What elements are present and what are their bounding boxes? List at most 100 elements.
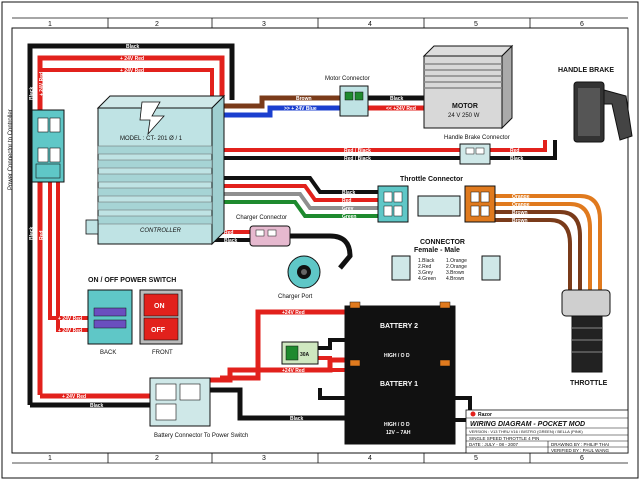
wl-brown-1: Brown bbox=[512, 210, 528, 216]
wl-blue24: >> + 24V Blue bbox=[284, 106, 317, 112]
wl-red-left: Red bbox=[39, 231, 45, 240]
wire-black-brake-right bbox=[490, 140, 557, 160]
wl-red24-battery2: +24V Red bbox=[282, 310, 305, 316]
throttle bbox=[561, 289, 611, 373]
grid-col-4-bottom: 4 bbox=[368, 455, 372, 462]
handle-brake-connector-label: Handle Brake Connector bbox=[444, 135, 510, 141]
battery-2-sub: HIGH / O D bbox=[384, 353, 410, 359]
wire-black-return bbox=[318, 388, 472, 422]
controller-label: CONTROLLER bbox=[140, 228, 182, 234]
wl-red-throttle: Red bbox=[342, 198, 351, 204]
onoff-front-label: FRONT bbox=[152, 350, 173, 356]
wl-red24-top: + 24V Red bbox=[120, 56, 144, 62]
battery-1-sub2: 12V – 7AH bbox=[386, 430, 411, 436]
wire-red-throttle bbox=[212, 184, 378, 202]
wire-black-main bbox=[27, 43, 235, 405]
razor-logo: Razor bbox=[478, 412, 492, 418]
onoff-title: ON / OFF POWER SWITCH bbox=[88, 277, 176, 284]
wire-black-battery1 bbox=[210, 387, 345, 421]
legend-female-1: 1.Black bbox=[418, 258, 435, 264]
wl-green-throttle: Green bbox=[342, 214, 356, 220]
connector-legend-subtitle: Female - Male bbox=[414, 247, 460, 254]
wire-black-throttle bbox=[212, 176, 378, 194]
wl-grey-throttle: Grey bbox=[342, 206, 354, 212]
wl-red24-bottom: + 24V Red bbox=[62, 394, 86, 400]
wire-brown-2 bbox=[495, 218, 572, 290]
legend-female-3: 3.Grey bbox=[418, 270, 434, 276]
wire-red-battery2 bbox=[220, 309, 345, 381]
wire-green-throttle bbox=[212, 200, 378, 218]
onoff-back-label: BACK bbox=[100, 350, 116, 356]
legend-male-3: 3.Brown bbox=[446, 270, 465, 276]
wl-red-charger: Red bbox=[224, 230, 233, 236]
title-block-verified-by: VERIFIED BY : PAUL WANG bbox=[551, 448, 610, 453]
grid-col-3-bottom: 3 bbox=[262, 455, 266, 462]
grid-col-6-top: 6 bbox=[580, 21, 584, 28]
grid-col-1-bottom: 1 bbox=[48, 455, 52, 462]
charger-port-label: Charger Port bbox=[278, 294, 313, 300]
wl-orange-2: Orange bbox=[512, 202, 530, 208]
motor-title: MOTOR bbox=[452, 103, 478, 110]
legend-female-2: 2.Red bbox=[418, 264, 432, 270]
motor-spec: 24 V 250 W bbox=[448, 113, 480, 119]
battery-2 bbox=[344, 301, 456, 365]
throttle-connector bbox=[377, 185, 496, 223]
power-connector bbox=[31, 109, 65, 183]
wire-black-batt2-fuse bbox=[318, 338, 345, 350]
legend-female-4: 4.Green bbox=[418, 276, 436, 282]
grid-col-3-top: 3 bbox=[262, 21, 266, 28]
grid-col-1-top: 1 bbox=[48, 21, 52, 28]
wire-blue-motor bbox=[212, 105, 340, 118]
wl-black-left: Black bbox=[29, 86, 35, 100]
battery-1-title: BATTERY 1 bbox=[380, 381, 418, 388]
wl-brown: Brown bbox=[296, 96, 312, 102]
inner-border bbox=[11, 27, 629, 454]
onoff-switch-back bbox=[87, 289, 133, 345]
wl-black-charger: Black bbox=[224, 238, 238, 244]
throttle-label: THROTTLE bbox=[570, 380, 608, 387]
wl-black-brake: Black bbox=[510, 156, 524, 162]
fuse-label: 30A bbox=[300, 352, 310, 358]
wire-red-to-switch-1 bbox=[48, 180, 88, 320]
wl-orange-1: Orange bbox=[512, 194, 530, 200]
wl-red-brake: Red bbox=[510, 148, 519, 154]
grid-col-2-bottom: 2 bbox=[155, 455, 159, 462]
wl-red24-battery: +24V Red bbox=[282, 368, 305, 374]
wire-red-to-switch-2 bbox=[56, 180, 88, 332]
wl-black-top: Black bbox=[126, 44, 140, 50]
onoff-switch-front[interactable] bbox=[139, 289, 183, 345]
wl-black-bottom: Black bbox=[90, 403, 104, 409]
power-connector-label: Power Connector to Controller bbox=[8, 109, 14, 190]
wl-redblack-1: Red / Black bbox=[344, 148, 371, 154]
grid-ticks bbox=[12, 17, 628, 464]
legend-male-4: 4.Brown bbox=[446, 276, 465, 282]
grid-col-6-bottom: 6 bbox=[580, 455, 584, 462]
title-block-throttle: SINGLE SPEED THROTTLE 4 PIN bbox=[469, 436, 539, 441]
wl-redblack-2: Red / Black bbox=[344, 156, 371, 162]
grid-col-4-top: 4 bbox=[368, 21, 372, 28]
handle-brake-connector bbox=[459, 143, 491, 165]
wire-orange-1 bbox=[495, 194, 602, 290]
controller bbox=[85, 94, 226, 246]
wl-red24-switch-1: + 24V Red bbox=[58, 316, 82, 322]
wl-black-throttle: Black bbox=[342, 190, 356, 196]
connector-legend-title: CONNECTOR bbox=[420, 239, 465, 246]
wire-brown-1 bbox=[495, 210, 582, 290]
handle-brake-label: HANDLE BRAKE bbox=[558, 67, 614, 74]
title-block-date: DATE : JULY - 08 - 2007 bbox=[469, 442, 519, 447]
wire-orange-2 bbox=[495, 202, 592, 290]
grid-col-5-bottom: 5 bbox=[474, 455, 478, 462]
wl-red24-left: + 24V Red bbox=[39, 72, 45, 96]
legend-male-2: 2.Orange bbox=[446, 264, 467, 270]
grid-col-2-top: 2 bbox=[155, 21, 159, 28]
wire-brown-motor bbox=[212, 95, 340, 109]
wl-red24-arrow: << +24V Red bbox=[386, 106, 416, 112]
fuse bbox=[281, 341, 319, 365]
title-block bbox=[465, 409, 629, 454]
controller-model: MODEL : CT- 201 Ø / 1 bbox=[120, 136, 183, 142]
battery-connector-label: Battery Connector To Power Switch bbox=[154, 433, 248, 439]
wl-brown-2: Brown bbox=[512, 218, 528, 224]
battery-1-sub1: HIGH / O D bbox=[384, 422, 410, 428]
grid-col-5-top: 5 bbox=[474, 21, 478, 28]
title-block-drawing-by: DRAWING BY : PHILIP THAI bbox=[551, 442, 609, 447]
